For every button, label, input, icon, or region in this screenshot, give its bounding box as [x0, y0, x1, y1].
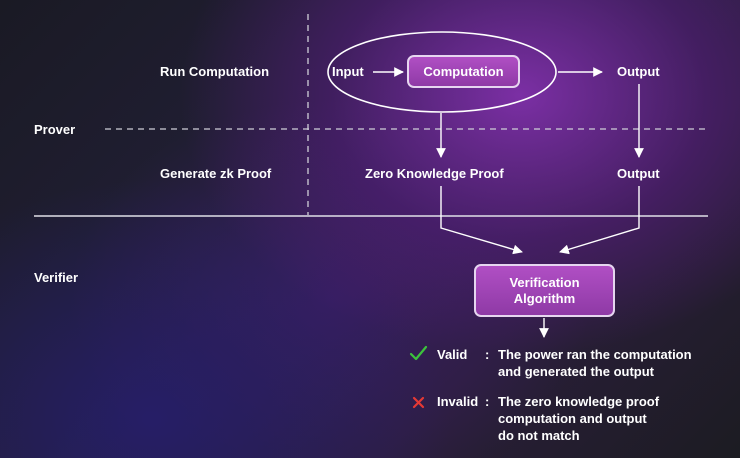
result-valid-line: and generated the output: [498, 364, 654, 379]
arrow-output-verification: [559, 186, 640, 255]
result-invalid-description: The zero knowledge proof computation and…: [498, 393, 659, 444]
arrow-proof-verification: [440, 186, 523, 255]
row-label-verifier: Verifier: [34, 270, 79, 285]
node-input: Input: [332, 64, 364, 79]
node-zk-proof: Zero Knowledge Proof: [365, 166, 504, 181]
result-invalid-separator: :: [485, 394, 490, 409]
result-invalid-label: Invalid: [437, 394, 479, 409]
node-verification-algorithm: Verification Algorithm: [474, 264, 615, 317]
result-invalid-line: computation and output: [498, 411, 647, 426]
result-invalid-line: do not match: [498, 428, 580, 443]
result-invalid-line: The zero knowledge proof: [498, 394, 660, 409]
node-computation: Computation: [407, 55, 520, 88]
result-valid-label: Valid: [437, 347, 468, 362]
result-valid-description: The power ran the computation and genera…: [498, 346, 692, 380]
verification-label-line2: Algorithm: [513, 290, 576, 306]
result-valid-separator: :: [485, 347, 490, 362]
row-label-prover: Prover: [34, 122, 76, 137]
node-computation-label: Computation: [423, 63, 504, 79]
row-label-generate-proof: Generate zk Proof: [160, 166, 272, 181]
computation-ellipse: [327, 31, 557, 113]
check-icon: [409, 345, 428, 361]
row-label-run-computation: Run Computation: [160, 64, 270, 79]
result-valid-line: The power ran the computation: [498, 347, 692, 362]
node-output-top: Output: [617, 64, 660, 79]
verification-label-line1: Verification: [509, 274, 580, 290]
cross-icon: [412, 396, 425, 409]
node-output-mid: Output: [617, 166, 660, 181]
